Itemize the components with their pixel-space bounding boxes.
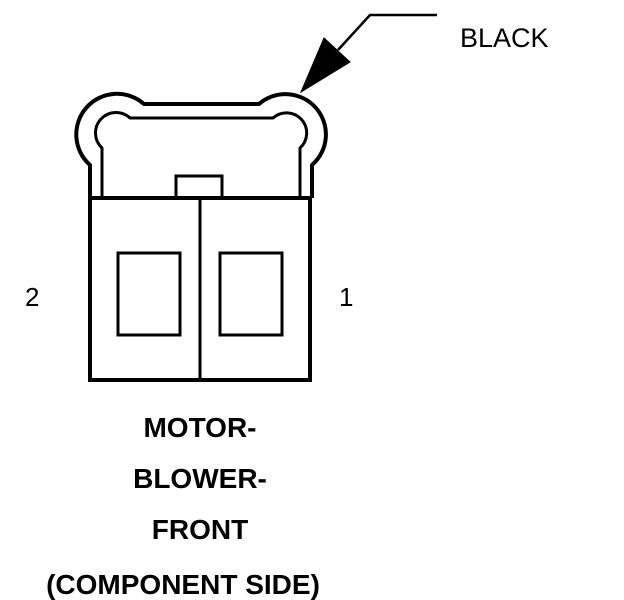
- color-label: BLACK: [460, 23, 549, 53]
- connector-hood-outer: [74, 91, 328, 198]
- terminal-cavity-pin-1: [218, 251, 284, 337]
- component-name-line-1: MOTOR-: [143, 412, 256, 443]
- callout-leader-line: [337, 13, 437, 51]
- connector-hood-inner: [94, 111, 309, 198]
- terminal-cavity-pin-2: [116, 251, 182, 337]
- callout-arrowhead: [299, 37, 351, 94]
- pin-number-left: 2: [25, 282, 39, 312]
- view-label: (COMPONENT SIDE): [46, 569, 320, 600]
- locking-tab: [174, 174, 224, 200]
- component-name-line-2: BLOWER-: [133, 463, 267, 494]
- component-name-line-3: FRONT: [152, 514, 248, 545]
- pin-number-right: 1: [339, 282, 353, 312]
